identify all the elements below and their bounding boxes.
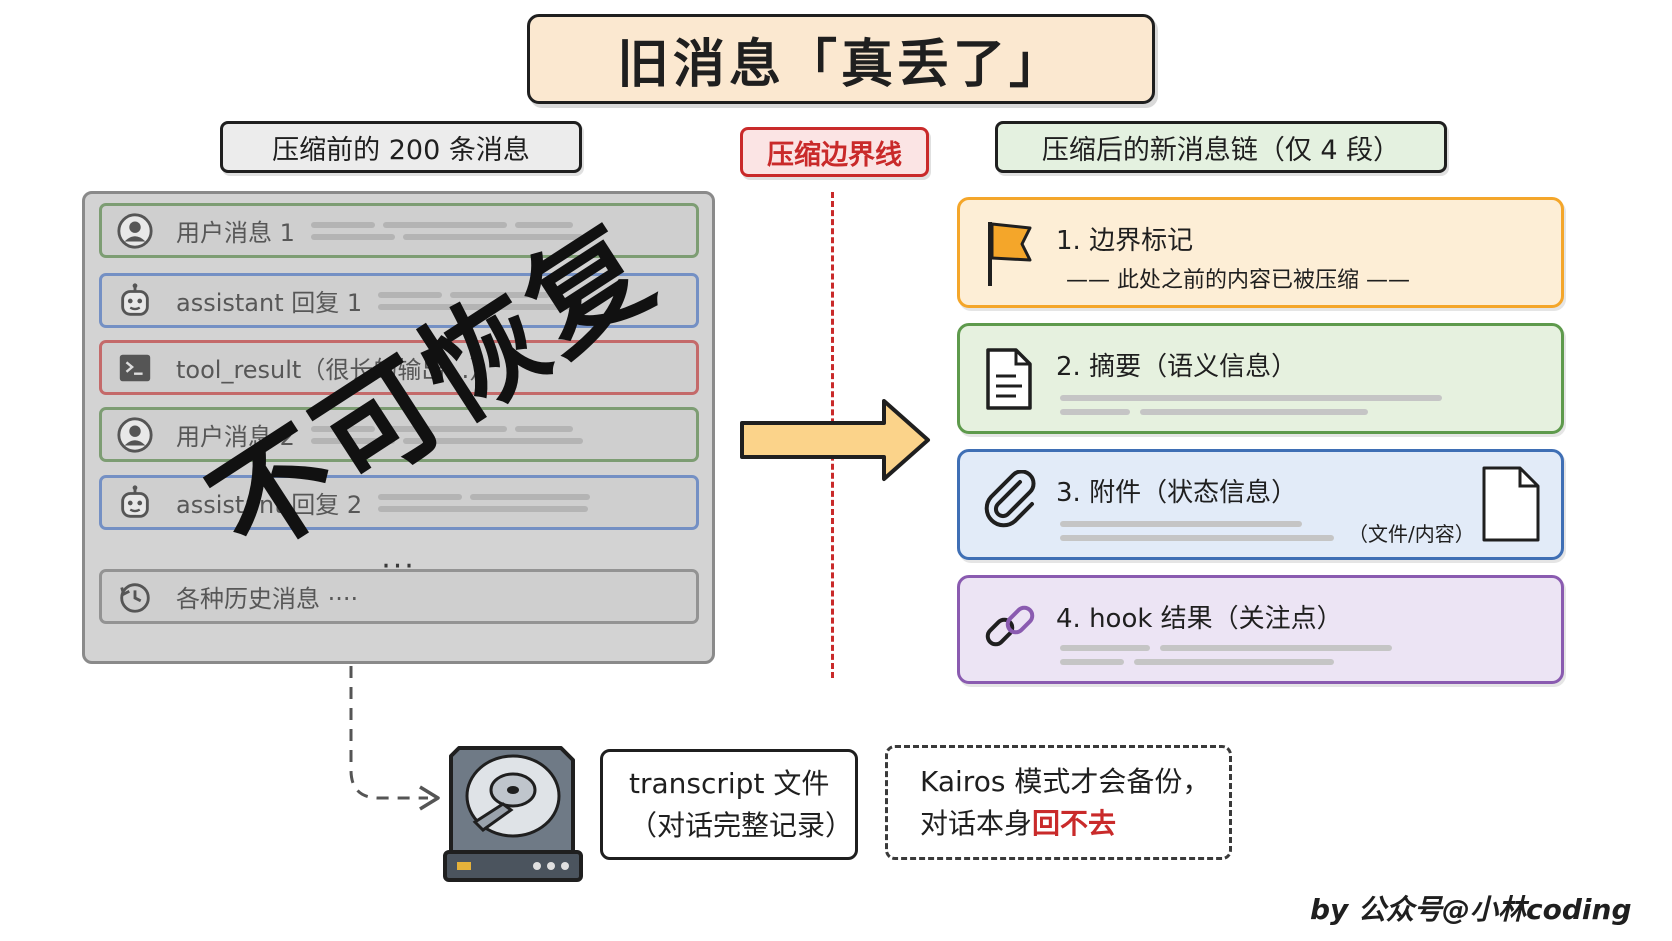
- segment-hook-results: 4. hook 结果（关注点）: [957, 575, 1564, 684]
- segment-title: 3. 附件（状态信息）: [1056, 478, 1298, 508]
- message-row-user-2: 用户消息 2: [99, 407, 699, 462]
- placeholder-line: [1060, 409, 1130, 415]
- hard-drive-icon: [443, 746, 583, 882]
- paperclip-icon: [984, 470, 1036, 528]
- history-icon: [120, 582, 150, 613]
- placeholder-line: [1134, 659, 1334, 665]
- robot-icon: [121, 282, 149, 316]
- chain-link-icon: [985, 605, 1035, 647]
- boundary-label: 压缩边界线: [740, 127, 929, 177]
- placeholder-lines: [378, 493, 591, 512]
- message-row-history: 各种历史消息 ····: [99, 569, 699, 624]
- message-text: tool_result（很长的输出…）: [176, 356, 494, 384]
- page-title: 旧消息「真丢了」: [527, 14, 1155, 104]
- message-row-assistant-1: assistant 回复 1: [99, 273, 699, 328]
- kairos-line-2-highlight: 回不去: [1032, 806, 1117, 840]
- message-row-tool-result: tool_result（很长的输出…）: [99, 340, 699, 395]
- kairos-line-2-prefix: 对话本身: [920, 806, 1033, 840]
- message-text: 用户消息 1: [176, 219, 295, 247]
- transcript-file-box: transcript 文件 （对话完整记录）: [600, 749, 858, 860]
- placeholder-line: [1060, 521, 1302, 527]
- before-messages-panel: 用户消息 1 assistant 回复 1 tool_result（很长的输出……: [82, 191, 715, 664]
- message-text: assistant 回复 2: [176, 491, 363, 519]
- user-icon: [117, 212, 153, 249]
- kairos-note-box: Kairos 模式才会备份， 对话本身回不去: [885, 745, 1232, 860]
- transcript-line-2: （对话完整记录）: [629, 808, 854, 842]
- after-label: 压缩后的新消息链（仅 4 段）: [995, 121, 1447, 173]
- placeholder-line: [1060, 645, 1150, 651]
- terminal-icon: [119, 354, 151, 381]
- user-icon: [117, 416, 153, 453]
- before-label: 压缩前的 200 条消息: [220, 121, 582, 173]
- robot-icon: [121, 484, 149, 518]
- segment-attachments: 3. 附件（状态信息） （文件/内容）: [957, 449, 1564, 560]
- flag-icon: [988, 222, 1032, 286]
- attachment-note: （文件/内容）: [1348, 522, 1475, 546]
- segment-summary: 2. 摘要（语义信息）: [957, 323, 1564, 434]
- placeholder-lines: [310, 425, 583, 444]
- segment-title: 4. hook 结果（关注点）: [1056, 604, 1343, 634]
- placeholder-line: [1060, 659, 1124, 665]
- placeholder-line: [1060, 535, 1334, 541]
- transcript-line-1: transcript 文件: [629, 766, 830, 800]
- message-text: assistant 回复 1: [176, 289, 363, 317]
- file-icon: [1482, 466, 1540, 542]
- segment-title: 1. 边界标记: [1056, 226, 1194, 256]
- segment-subtitle: —— 此处之前的内容已被压缩 ——: [1066, 268, 1410, 293]
- kairos-line-1: Kairos 模式才会备份，: [920, 764, 1211, 798]
- placeholder-lines: [310, 221, 583, 240]
- kairos-line-2: 对话本身回不去: [920, 803, 1229, 845]
- message-text: 各种历史消息 ····: [176, 585, 359, 613]
- backup-dashed-arrow: [349, 666, 440, 811]
- segment-boundary-marker: 1. 边界标记 —— 此处之前的内容已被压缩 ——: [957, 197, 1564, 308]
- document-icon: [986, 348, 1032, 410]
- placeholder-lines: [378, 291, 579, 310]
- placeholder-line: [1160, 645, 1392, 651]
- right-arrow: [740, 399, 930, 481]
- placeholder-line: [1140, 409, 1368, 415]
- segment-title: 2. 摘要（语义信息）: [1056, 352, 1298, 382]
- placeholder-line: [1060, 395, 1442, 401]
- message-row-user-1: 用户消息 1: [99, 203, 699, 258]
- message-row-assistant-2: assistant 回复 2: [99, 475, 699, 530]
- message-text: 用户消息 2: [176, 423, 295, 451]
- author-credit: by 公众号@小林coding: [1310, 893, 1632, 926]
